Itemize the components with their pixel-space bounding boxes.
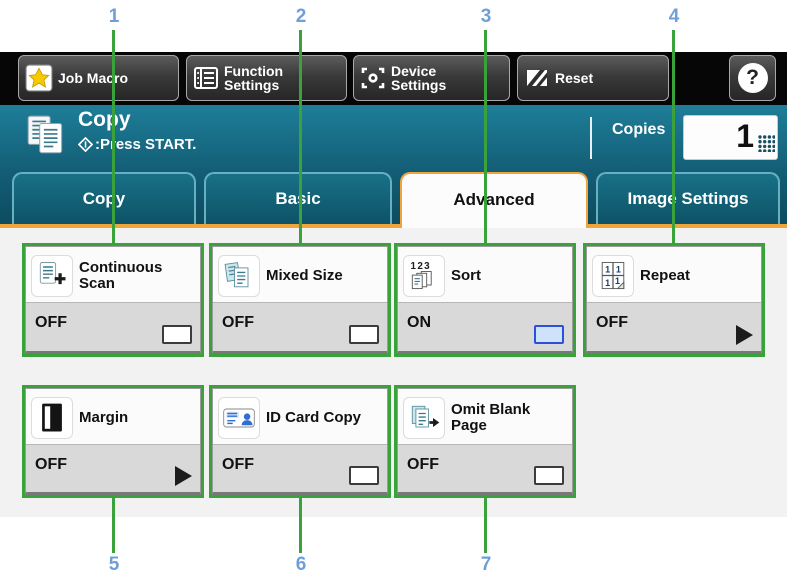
svg-text:1: 1 [605, 278, 610, 288]
feature-label: Omit Blank Page [451, 400, 531, 434]
tab-image-settings[interactable]: Image Settings [596, 172, 780, 224]
feature-status-bar: OFF [213, 302, 387, 351]
feature-status-bar: OFF [26, 444, 200, 492]
copies-value: 1 [736, 118, 754, 154]
checkbox-indicator [349, 325, 379, 344]
function-settings-button[interactable]: Function Settings [186, 55, 347, 101]
callout-line-4 [672, 30, 675, 245]
callout-line-5 [112, 498, 115, 553]
callout-line-2 [299, 30, 302, 245]
callout-line-6 [299, 498, 302, 553]
function-settings-label: Function Settings [224, 62, 284, 93]
feature-status-bar: OFF [587, 302, 761, 351]
svg-text:1: 1 [616, 264, 621, 274]
feature-label: Margin [79, 408, 129, 426]
checkbox-indicator [349, 466, 379, 485]
checkbox-indicator-checked [534, 325, 564, 344]
tab-advanced[interactable]: Advanced [400, 172, 588, 228]
mixed-size-icon [218, 255, 260, 297]
reset-button[interactable]: Reset [517, 55, 669, 101]
start-diamond-icon [78, 137, 93, 152]
submenu-arrow-icon [736, 325, 753, 345]
feature-button-mixed-size[interactable]: Mixed Size OFF [209, 243, 391, 357]
callout-number-7: 7 [480, 554, 492, 575]
job-macro-label: Job Macro [58, 69, 129, 86]
id-card-icon [218, 397, 260, 439]
svg-text:1: 1 [615, 276, 620, 286]
tabbar-underline [0, 224, 787, 228]
feature-label: Continuous Scan [79, 258, 163, 292]
device-settings-button[interactable]: Device Settings [353, 55, 510, 101]
device-settings-label: Device Settings [391, 62, 447, 93]
margin-icon [31, 397, 73, 439]
feature-status: OFF [407, 456, 439, 473]
tab-copy[interactable]: Copy [12, 172, 196, 224]
callout-number-3: 3 [480, 6, 492, 27]
feature-button-id-card-copy[interactable]: ID Card Copy OFF [209, 385, 391, 498]
header-divider [590, 117, 592, 159]
reset-icon [524, 65, 550, 91]
feature-label: Repeat [640, 266, 691, 284]
feature-button-omit-blank-page[interactable]: Omit Blank Page OFF [394, 385, 576, 498]
feature-label: ID Card Copy [266, 408, 362, 426]
feature-status: ON [407, 314, 431, 331]
callout-number-5: 5 [108, 554, 120, 575]
feature-status: OFF [35, 314, 67, 331]
feature-label: Mixed Size [266, 266, 343, 284]
feature-status-bar: OFF [398, 444, 572, 492]
callout-line-7 [484, 498, 487, 553]
copies-label: Copies [612, 121, 666, 138]
device-gear-icon [360, 65, 386, 91]
feature-status: OFF [35, 456, 67, 473]
copies-count-field[interactable]: 1 [683, 115, 778, 160]
reset-label: Reset [555, 69, 594, 86]
svg-text:1: 1 [605, 264, 610, 274]
continuous-scan-icon [31, 255, 73, 297]
feature-status-bar: OFF [26, 302, 200, 351]
callout-number-2: 2 [295, 6, 307, 27]
feature-status: OFF [596, 314, 628, 331]
numeric-keypad-icon [757, 134, 776, 157]
help-button[interactable]: ? [729, 55, 776, 101]
feature-button-margin[interactable]: Margin OFF [22, 385, 204, 498]
checkbox-indicator [162, 325, 192, 344]
feature-status-bar: OFF [213, 444, 387, 492]
callout-line-1 [112, 30, 115, 245]
star-icon [25, 64, 53, 92]
help-icon: ? [737, 63, 768, 93]
callout-number-4: 4 [668, 6, 680, 27]
feature-status: OFF [222, 456, 254, 473]
feature-label: Sort [451, 266, 481, 284]
feature-status: OFF [222, 314, 254, 331]
press-start-hint: :Press START. [78, 136, 196, 153]
feature-button-sort[interactable]: 123 Sort ON [394, 243, 576, 357]
callout-line-3 [484, 30, 487, 245]
submenu-arrow-icon [175, 466, 192, 486]
callout-number-6: 6 [295, 554, 307, 575]
omit-blank-page-icon [403, 397, 445, 439]
checkbox-indicator [534, 466, 564, 485]
feature-button-continuous-scan[interactable]: Continuous Scan OFF [22, 243, 204, 357]
callout-number-1: 1 [108, 6, 120, 27]
function-list-icon [193, 65, 219, 91]
screen-title: Copy [78, 108, 131, 131]
svg-text:123: 123 [411, 261, 432, 272]
tab-basic[interactable]: Basic [204, 172, 392, 224]
feature-status-bar: ON [398, 302, 572, 351]
sort-icon: 123 [403, 255, 445, 297]
copy-document-icon [24, 112, 70, 163]
job-macro-button[interactable]: Job Macro [18, 55, 179, 101]
